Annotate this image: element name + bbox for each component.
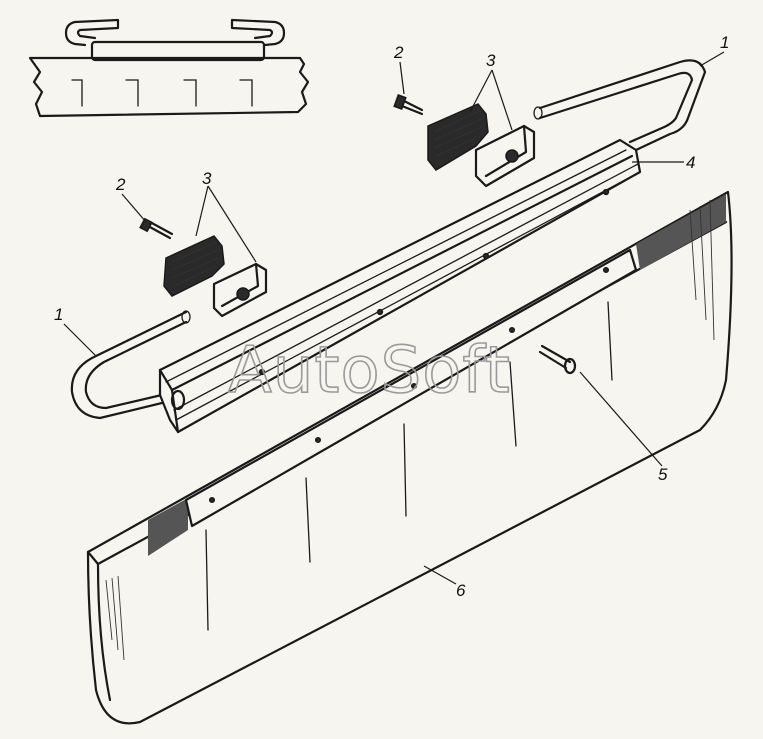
bolt-left: [139, 217, 174, 240]
callout-1-left: 1: [54, 305, 63, 324]
callout-2-left: 2: [115, 175, 126, 194]
clamp-left: [163, 235, 268, 318]
clamp-right: [427, 103, 536, 188]
callout-leaders: [63, 51, 725, 585]
inset-detail: [28, 18, 310, 118]
callout-6: 6: [456, 581, 466, 600]
watermark-text: AutoSoft: [228, 334, 511, 408]
rail: [158, 138, 642, 434]
mud-flap: [86, 190, 733, 725]
pin: [538, 344, 577, 375]
callout-1-right: 1: [720, 33, 729, 52]
bolt-right: [393, 94, 424, 116]
callout-4: 4: [686, 153, 695, 172]
callout-2-right: 2: [393, 43, 404, 62]
callout-3-left: 3: [202, 169, 212, 188]
wiper-arm-left: [70, 310, 191, 420]
wiper-arm-right: [533, 59, 707, 152]
callout-3-right: 3: [486, 51, 496, 70]
callout-5: 5: [658, 465, 668, 484]
